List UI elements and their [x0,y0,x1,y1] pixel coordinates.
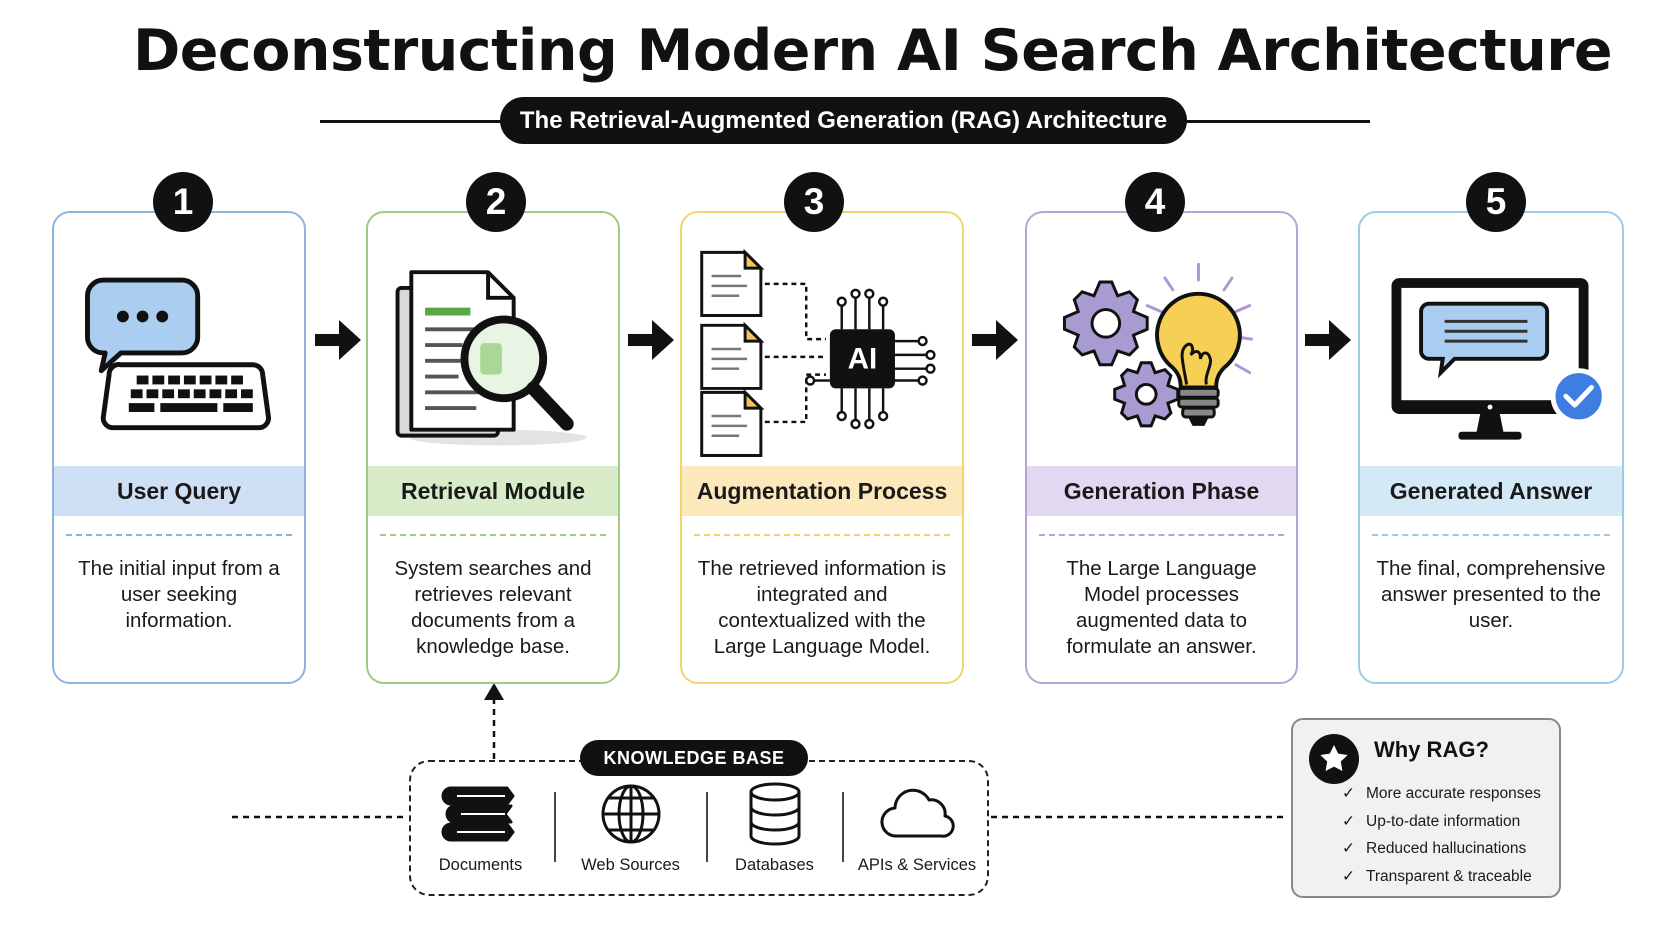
kb-item-databases-label: Databases [735,856,814,874]
chat-keyboard-icon [85,277,272,431]
step-5-number: 5 [1466,172,1526,232]
kb-separator [554,792,556,862]
globe-icon [601,784,660,844]
check-icon: ✓ [1342,785,1355,802]
cloud-icon [880,788,955,838]
kb-separator [842,792,844,862]
step-5-label: Generated Answer [1360,466,1622,516]
step-2-description: System searches and retrieves relevant d… [394,557,592,658]
step-5-divider [1372,534,1610,536]
check-icon: ✓ [1342,812,1355,830]
step-card-user-query: User Query The initial input from a user… [52,211,306,684]
kb-item-apis-services-label: APIs & Services [857,856,977,874]
step-3-description: The retrieved information is integrated … [697,557,947,658]
arrow-right-icon [972,320,1018,360]
why-rag-point: ✓More accurate responses [1342,780,1541,808]
step-1-number: 1 [153,172,213,232]
check-icon: ✓ [1342,840,1355,857]
ai-chip-label: AI [848,343,878,376]
star-badge-icon [1309,734,1359,784]
step-3-label: Augmentation Process [682,466,962,516]
step-1-divider [66,534,292,536]
why-rag-point: ✓Up-to-date information [1342,808,1541,836]
step-5-description: The final, comprehensive answer presente… [1376,557,1606,632]
step-card-generated-answer: Generated Answer The final, comprehensiv… [1358,211,1624,684]
arrow-right-icon [628,320,674,360]
database-icon [749,782,800,846]
kb-item-documents-label: Documents [438,856,523,874]
books-icon [441,786,514,842]
kb-item-web-sources: Web Sources [563,780,698,875]
step-card-generation-phase: Generation Phase The Large Language Mode… [1025,211,1298,684]
check-icon: ✓ [1342,867,1355,885]
page-title: Deconstructing Modern AI Search Architec… [132,18,1613,84]
arrow-right-icon [315,320,361,360]
step-card-augmentation-process: AI Augmentation Process The retrieved in… [680,211,964,684]
step-2-divider [380,534,606,536]
monitor-answer-check-icon [1391,278,1607,440]
step-2-number: 2 [466,172,526,232]
why-rag-title: Why RAG? [1374,737,1489,762]
step-4-description: The Large Language Model processes augme… [1066,557,1257,658]
why-rag-list: ✓More accurate responses ✓Up-to-date inf… [1342,780,1541,890]
step-3-number: 3 [784,172,844,232]
step-1-label: User Query [54,466,304,516]
kb-separator [706,792,708,862]
step-4-number: 4 [1125,172,1185,232]
kb-item-documents: Documents [413,780,548,875]
gears-lightbulb-icon [1062,262,1254,428]
step-4-label: Generation Phase [1027,466,1296,516]
documents-to-ai-chip-icon: AI [700,248,936,457]
step-card-retrieval-module: Retrieval Module System searches and ret… [366,211,620,684]
kb-item-web-sources-label: Web Sources [581,856,680,874]
why-rag-point: ✓Reduced hallucinations [1342,835,1541,863]
subtitle-pill: The Retrieval-Augmented Generation (RAG)… [500,97,1187,144]
kb-item-apis-services: APIs & Services [848,780,986,875]
step-4-divider [1039,534,1284,536]
document-search-icon [395,270,587,446]
step-2-label: Retrieval Module [368,466,618,516]
step-1-description: The initial input from a user seeking in… [78,557,280,632]
why-rag-point: ✓Transparent & traceable [1342,863,1541,891]
arrow-right-icon [1305,320,1351,360]
step-3-divider [694,534,950,536]
knowledge-base-title: KNOWLEDGE BASE [580,740,808,776]
kb-item-databases: Databases [707,780,842,875]
